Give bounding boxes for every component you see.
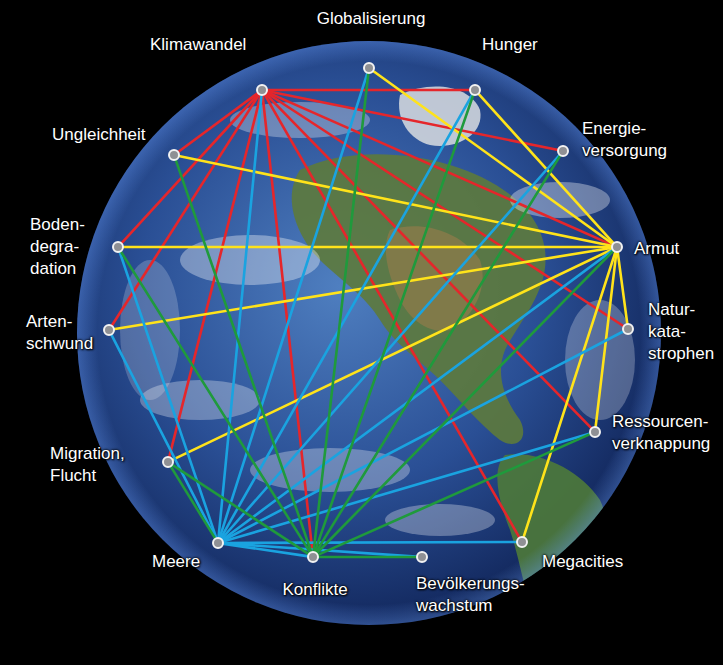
globe [77, 41, 661, 625]
topic-node: Megacities [516, 536, 528, 548]
connector-line [121, 252, 310, 552]
topic-label: Globalisierung [317, 8, 426, 30]
connector-line [268, 89, 469, 92]
topic-label: Energie- versorgung [582, 118, 667, 162]
connector-line [317, 251, 613, 552]
connector-line [316, 156, 560, 552]
topic-label: Migration, Flucht [50, 443, 125, 487]
topic-label: Ressourcen- verknappung [612, 411, 710, 455]
connector-line [618, 253, 627, 323]
topic-node: Boden- degra- dation [112, 241, 124, 253]
connector-line [173, 465, 308, 553]
connector-line [112, 335, 216, 537]
topic-label: Meere [152, 551, 200, 573]
connector-line [222, 156, 559, 539]
topic-label: Bevölkerungs- wachstum [416, 573, 525, 617]
topic-node: Bevölkerungs- wachstum [416, 551, 428, 563]
topic-node: Globalisierung [363, 62, 375, 74]
topic-node: Konflikte [307, 551, 319, 563]
connector-line [315, 96, 473, 552]
topic-label: Natur- kata- strophen [648, 299, 714, 365]
connector-line [374, 72, 612, 244]
topic-node: Armut [611, 241, 623, 253]
topic-label: Megacities [542, 551, 623, 573]
topic-node: Hunger [469, 84, 481, 96]
topic-node: Migration, Flucht [162, 456, 174, 468]
connector-line [171, 467, 215, 538]
connector-line [224, 541, 516, 545]
connector-line [179, 94, 257, 152]
topic-label: Hunger [482, 34, 538, 56]
topic-label: Ungleichheit [52, 124, 146, 146]
connector-line [120, 253, 216, 538]
connector-line [319, 556, 416, 559]
connector-line [224, 434, 589, 542]
connector-line [223, 251, 612, 540]
topic-label: Konflikte [282, 579, 347, 601]
topic-node: Arten- schwund [103, 324, 115, 336]
topic-node: Ungleichheit [168, 149, 180, 161]
topic-label: Arten- schwund [26, 311, 93, 355]
topic-node: Ressourcen- verknappung [589, 426, 601, 438]
connector-line [176, 161, 311, 552]
topic-node: Klimawandel [256, 84, 268, 96]
atmosphere [77, 41, 661, 625]
topic-node: Natur- kata- strophen [622, 323, 634, 335]
topic-label: Klimawandel [150, 34, 246, 56]
topic-label: Armut [634, 238, 679, 260]
topic-node: Meere [212, 537, 224, 549]
topic-node: Energie- versorgung [557, 145, 569, 157]
connector-line [219, 96, 262, 537]
connector-line [318, 434, 589, 554]
connector-line [267, 93, 623, 325]
topic-label: Boden- degra- dation [30, 214, 85, 280]
connector-line [124, 246, 611, 249]
